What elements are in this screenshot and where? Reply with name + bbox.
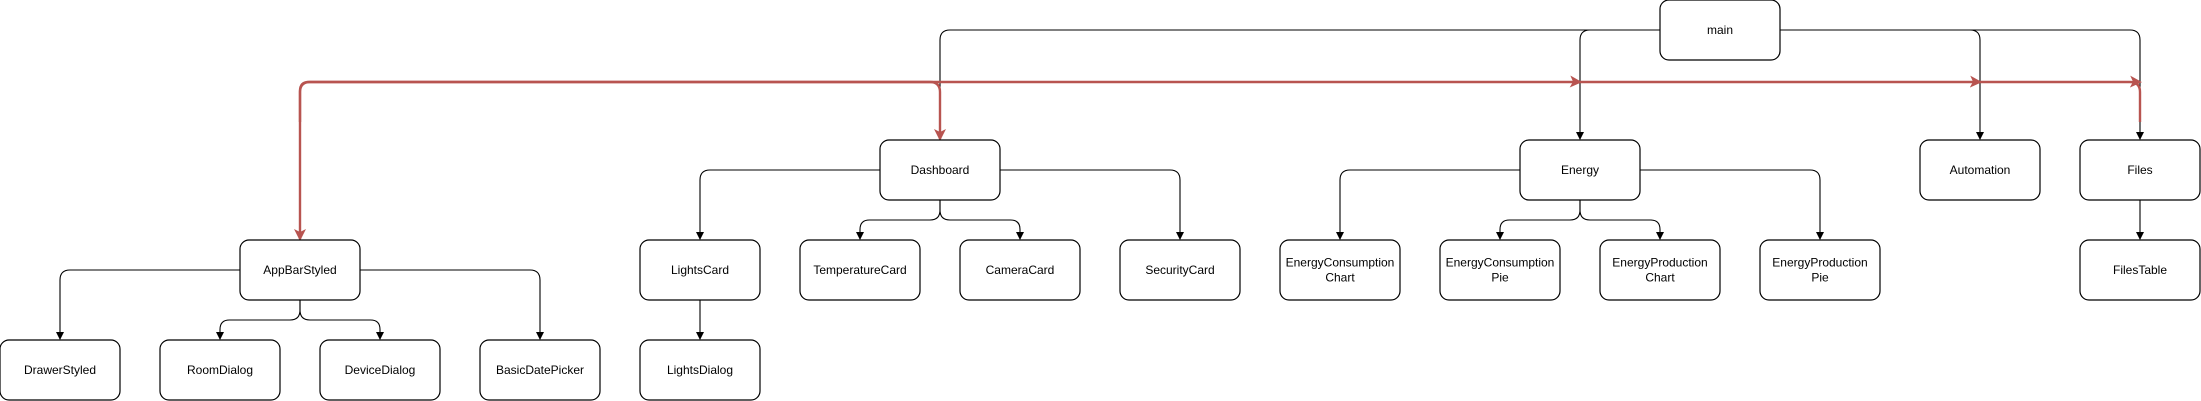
node-datepicker: BasicDatePicker [479, 339, 601, 401]
edge-energy-to-ecchart [1336, 169, 1520, 240]
edge-energy-to-eppie [1640, 169, 1824, 240]
node-cameracard: CameraCard [959, 239, 1081, 301]
edge-main-to-files [1780, 29, 2144, 140]
node-dashboard-box [879, 139, 1001, 201]
node-datepicker-box [479, 339, 601, 401]
edge-main-to-automation [1780, 29, 1984, 140]
node-filestable-label: FilesTable [2113, 263, 2167, 277]
node-automation: Automation [1919, 139, 2041, 201]
node-appbar: AppBarStyled [239, 239, 361, 301]
node-securitycard: SecurityCard [1119, 239, 1241, 301]
edge-dashboard-to-lightscard [696, 169, 880, 240]
node-lightsdialog-label: LightsDialog [667, 363, 733, 377]
edge-bus-to-appbar [294, 80, 318, 241]
node-devicedialog-label: DeviceDialog [345, 363, 416, 377]
node-automation-box [1919, 139, 2041, 201]
node-appbar-box [239, 239, 361, 301]
edge-dashboard-to-cameracard [939, 200, 1024, 240]
highlight-bus-line [298, 80, 2142, 122]
node-filestable-box [2079, 239, 2201, 301]
node-lightsdialog-box [639, 339, 761, 401]
node-drawer-box [0, 339, 121, 401]
node-securitycard-label: SecurityCard [1145, 263, 1214, 277]
node-lightscard-box [639, 239, 761, 301]
node-datepicker-label: BasicDatePicker [496, 363, 584, 377]
node-epchart-box [1599, 239, 1721, 301]
node-filestable: FilesTable [2079, 239, 2201, 301]
node-ecpie-box [1439, 239, 1561, 301]
node-tempcard-label: TemperatureCard [813, 263, 906, 277]
node-dashboard: Dashboard [879, 139, 1001, 201]
node-energy: Energy [1519, 139, 1641, 201]
node-drawer-label: DrawerStyled [24, 363, 96, 377]
edge-appbar-to-roomdialog [216, 300, 301, 340]
node-appbar-label: AppBarStyled [263, 263, 336, 277]
edge-main-to-dashboard [936, 29, 1660, 140]
edge-appbar-to-drawer [56, 269, 240, 340]
node-files-label: Files [2127, 163, 2152, 177]
node-tempcard: TemperatureCard [799, 239, 921, 301]
edge-energy-to-epchart [1579, 200, 1664, 240]
edge-appbar-to-datepicker [360, 269, 544, 340]
node-main-label: main [1707, 23, 1733, 37]
edge-bus-to-dashboard [318, 80, 946, 141]
node-devicedialog-box [319, 339, 441, 401]
node-files-box [2079, 139, 2201, 201]
edge-dashboard-to-securitycard [1000, 169, 1184, 240]
edge-appbar-to-devicedialog [299, 300, 384, 340]
node-main-box [1659, 0, 1781, 61]
node-main: main [1659, 0, 1781, 61]
edge-energy-to-ecpie [1496, 200, 1581, 240]
node-energy-label: Energy [1561, 163, 1599, 177]
node-drawer: DrawerStyled [0, 339, 121, 401]
node-eppie-box [1759, 239, 1881, 301]
node-energy-box [1519, 139, 1641, 201]
node-securitycard-box [1119, 239, 1241, 301]
node-dashboard-label: Dashboard [911, 163, 970, 177]
node-lightscard-label: LightsCard [671, 263, 729, 277]
node-files: Files [2079, 139, 2201, 201]
node-automation-label: Automation [1950, 163, 2011, 177]
edge-dashboard-to-tempcard [856, 200, 941, 240]
node-roomdialog: RoomDialog [159, 339, 281, 401]
node-roomdialog-box [159, 339, 281, 401]
node-devicedialog: DeviceDialog [319, 339, 441, 401]
node-lightscard: LightsCard [639, 239, 761, 301]
edge-main-to-energy [1576, 29, 1660, 140]
node-lightsdialog: LightsDialog [639, 339, 761, 401]
node-cameracard-label: CameraCard [986, 263, 1055, 277]
node-ecchart-box [1279, 239, 1401, 301]
node-roomdialog-label: RoomDialog [187, 363, 253, 377]
node-tempcard-box [799, 239, 921, 301]
edges-layer [56, 29, 2144, 340]
node-cameracard-box [959, 239, 1081, 301]
